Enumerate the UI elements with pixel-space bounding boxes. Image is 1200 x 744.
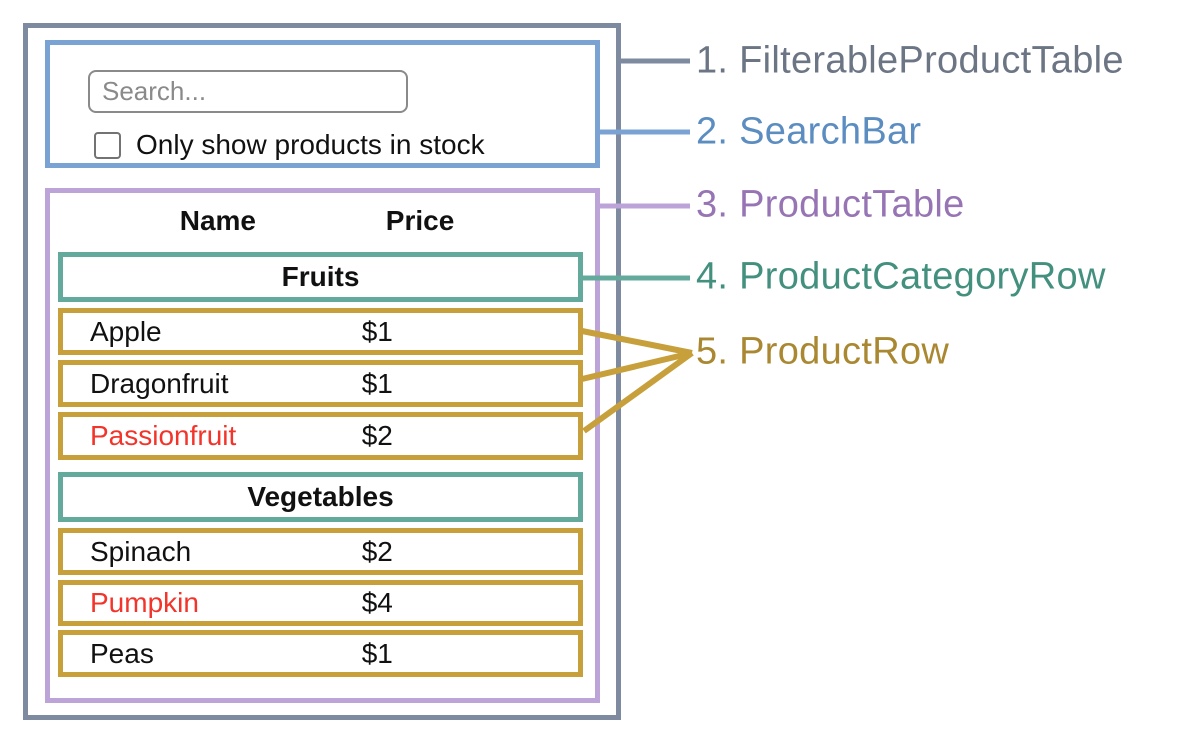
in-stock-checkbox-label: Only show products in stock: [136, 129, 485, 160]
product-price: $2: [361, 535, 393, 567]
product-row-passionfruit: Passionfruit $2: [58, 412, 583, 460]
label-filterable-product-table: 1. FilterableProductTable: [696, 39, 1124, 82]
in-stock-checkbox[interactable]: [94, 131, 121, 159]
product-price: $2: [361, 420, 393, 451]
product-price: $4: [361, 587, 393, 618]
label-product-row: 5. ProductRow: [696, 330, 950, 373]
product-row-peas: Peas $1: [58, 630, 583, 677]
category-label: Vegetables: [247, 481, 394, 512]
column-header-price: Price: [385, 205, 455, 236]
product-name: Spinach: [90, 535, 192, 567]
category-row-vegetables: Vegetables: [58, 472, 583, 522]
column-header-name: Name: [179, 205, 256, 236]
search-input[interactable]: [88, 70, 408, 113]
label-product-category-row: 4. ProductCategoryRow: [696, 255, 1106, 298]
product-name: Apple: [90, 315, 162, 347]
label-search-bar: 2. SearchBar: [696, 110, 922, 153]
search-bar-box: Only show products in stock: [45, 40, 600, 168]
product-price: $1: [361, 315, 393, 347]
product-table-box: Name Price Fruits Apple $1 Dragonfruit $…: [45, 188, 600, 703]
product-name: Pumpkin: [90, 587, 199, 618]
product-row-pumpkin: Pumpkin $4: [58, 580, 583, 626]
filterable-product-table-box: Only show products in stock Name Price F…: [23, 23, 621, 720]
product-name: Passionfruit: [90, 420, 237, 451]
label-product-table: 3. ProductTable: [696, 183, 965, 226]
product-name: Dragonfruit: [90, 367, 229, 399]
category-row-fruits: Fruits: [58, 252, 583, 302]
product-row-apple: Apple $1: [58, 308, 583, 355]
category-label: Fruits: [281, 261, 360, 292]
product-row-dragonfruit: Dragonfruit $1: [58, 360, 583, 407]
product-price: $1: [361, 637, 393, 669]
product-name: Peas: [90, 637, 154, 669]
product-row-spinach: Spinach $2: [58, 528, 583, 575]
product-price: $1: [361, 367, 393, 399]
table-header-row: Name Price: [50, 201, 595, 241]
in-stock-checkbox-row[interactable]: Only show products in stock: [94, 129, 485, 161]
